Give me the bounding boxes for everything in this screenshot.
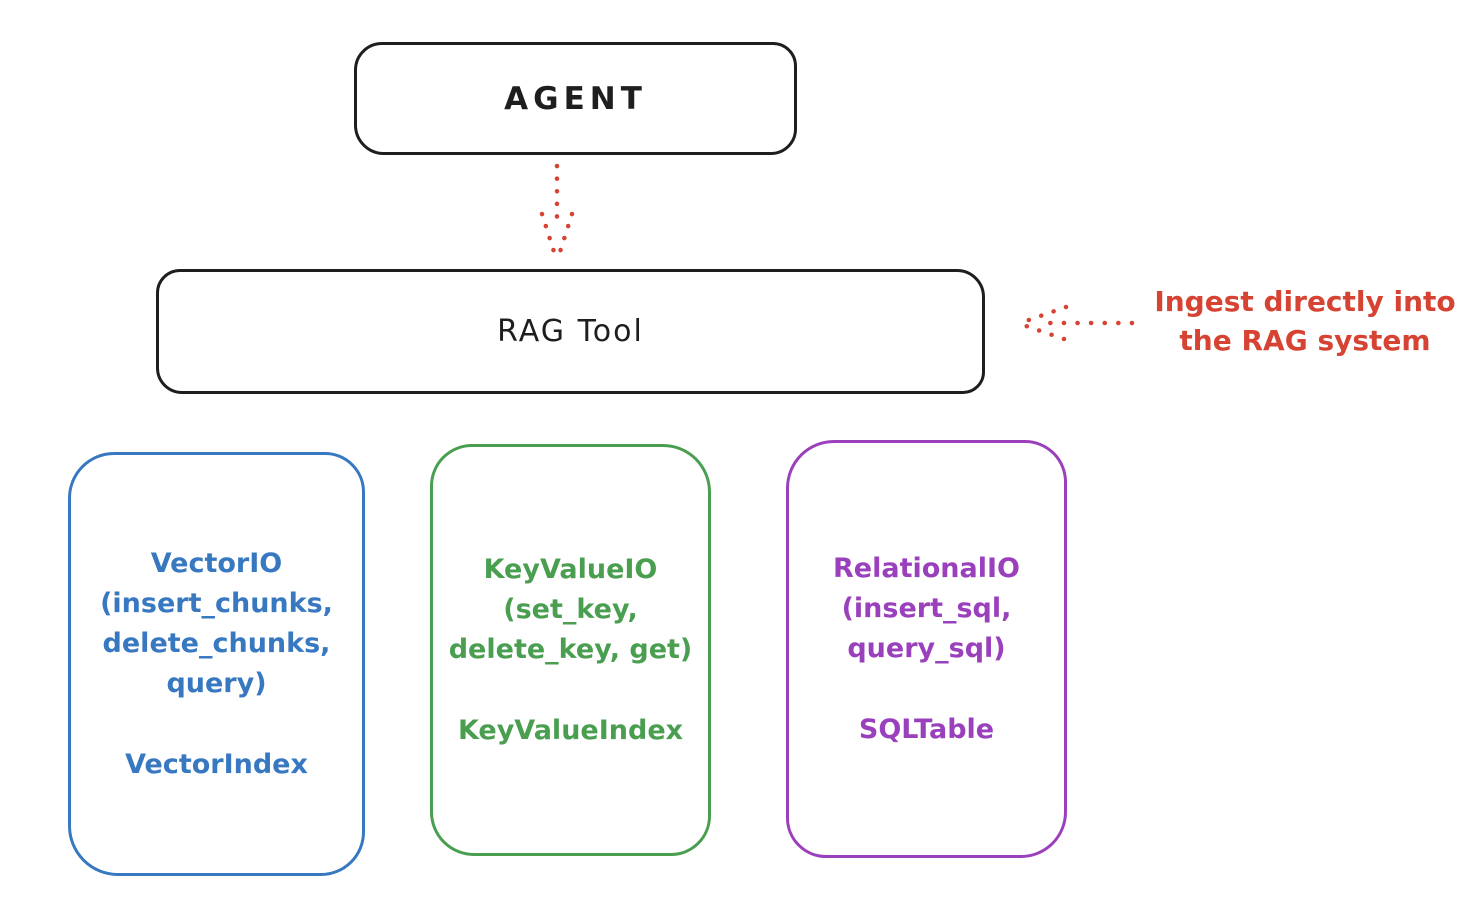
keyvalue-io-node: KeyValueIO (set_key, delete_key, get) Ke… — [430, 444, 711, 856]
agent-node: AGENT — [354, 42, 797, 155]
agent-label: AGENT — [504, 80, 647, 117]
vector-io-methods: VectorIO (insert_chunks, delete_chunks, … — [100, 547, 333, 699]
vector-io-node: VectorIO (insert_chunks, delete_chunks, … — [68, 452, 365, 876]
relational-io-node: RelationalIO (insert_sql, query_sql) SQL… — [786, 440, 1067, 858]
keyvalue-io-methods: KeyValueIO (set_key, delete_key, get) — [448, 553, 693, 665]
rag-tool-node: RAG Tool — [156, 269, 985, 394]
ingest-annotation: Ingest directly into the RAG system — [1154, 285, 1456, 357]
rag-tool-label: RAG Tool — [497, 314, 644, 349]
vector-index-label: VectorIndex — [125, 748, 308, 780]
ingest-annotation-arrow-icon — [1023, 304, 1135, 342]
sqltable-label: SQLTable — [858, 713, 995, 745]
relational-io-methods: RelationalIO (insert_sql, query_sql) — [833, 552, 1020, 664]
agent-to-ragtool-arrow-icon — [539, 163, 575, 258]
keyvalue-index-label: KeyValueIndex — [457, 714, 684, 746]
